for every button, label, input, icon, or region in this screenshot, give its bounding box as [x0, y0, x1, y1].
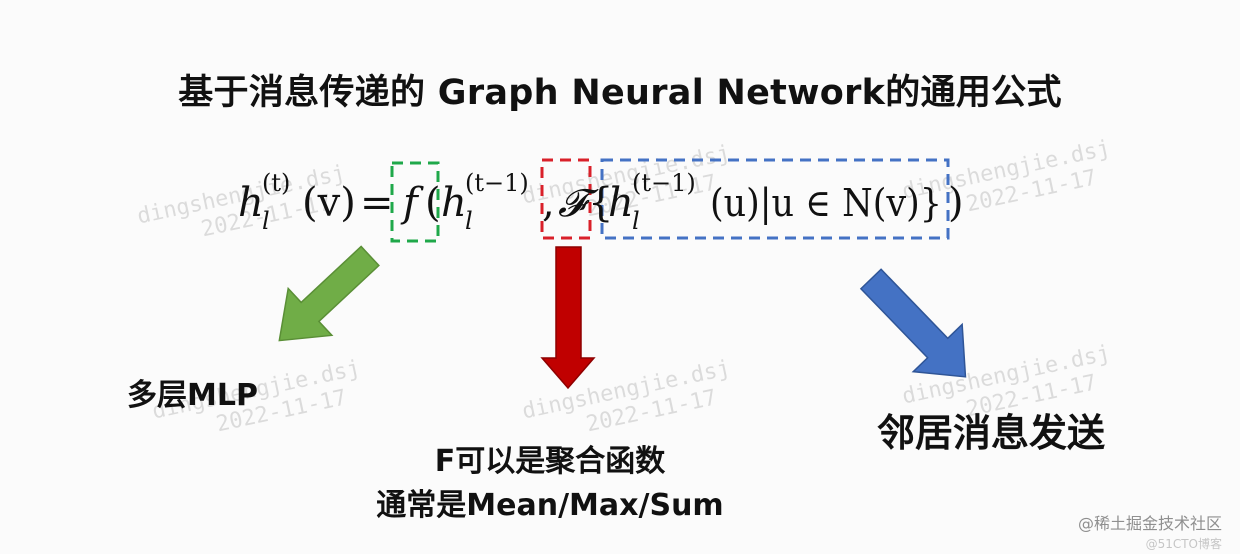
brace-open: { — [588, 180, 613, 226]
site-watermark: @稀土掘金技术社区 — [1077, 514, 1222, 533]
paren-close: ) — [948, 180, 964, 226]
blue-arrow — [859, 268, 967, 378]
comma: , — [542, 180, 555, 226]
f-highlight-box — [390, 161, 440, 243]
neighbor-highlight-box — [600, 158, 950, 240]
h1: h — [441, 180, 467, 226]
h1-sup: (t−1) — [465, 169, 529, 197]
mlp-label: 多层MLP — [127, 378, 258, 413]
h2-sub: l — [632, 207, 640, 235]
red-arrow — [540, 246, 596, 390]
green-arrow — [278, 245, 380, 342]
equals-sign: = — [360, 180, 394, 226]
neighbor-message-label: 邻居消息发送 — [877, 411, 1106, 455]
lhs-sup: (t) — [262, 169, 290, 197]
lhs-arg: (v) — [302, 180, 356, 226]
aggregation-label: F可以是聚合函数 通常是Mean/Max/Sum — [370, 440, 730, 528]
aggregation-label-line2: 通常是Mean/Max/Sum — [376, 488, 724, 523]
lhs-sub: l — [262, 207, 270, 235]
page-title: 基于消息传递的 Graph Neural Network的通用公式 — [178, 73, 1062, 113]
lhs-h: h — [238, 180, 264, 226]
h2-sup: (t−1) — [632, 169, 696, 197]
h1-sub: l — [465, 207, 473, 235]
aggregation-label-line1: F可以是聚合函数 — [434, 444, 666, 479]
f-function: f — [400, 180, 424, 226]
site-watermark-sub: @51CTO博客 — [1145, 537, 1222, 551]
paren-open: ( — [425, 180, 441, 226]
aggregation-highlight-box — [540, 158, 592, 240]
h2: h — [608, 180, 634, 226]
neighbor-set: (u)|u ∈ N(v)} — [710, 181, 942, 225]
